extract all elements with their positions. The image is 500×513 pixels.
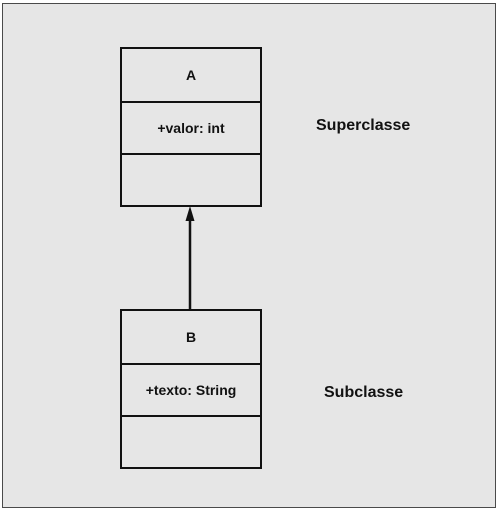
superclass-label: Superclasse — [316, 117, 411, 134]
class-a-name: A — [185, 67, 197, 83]
class-b-name: B — [185, 329, 197, 345]
class-a-box[interactable]: A +valor: int — [120, 47, 262, 207]
class-a-attributes: +valor: int — [122, 101, 260, 153]
class-b-box[interactable]: B +texto: String — [120, 309, 262, 469]
class-b-attributes: +texto: String — [122, 363, 260, 415]
inheritance-arrow-head — [185, 206, 195, 221]
class-b-methods — [122, 415, 260, 467]
diagram-canvas: A +valor: int B +texto: String Superclas… — [2, 3, 496, 508]
subclass-label: Subclasse — [324, 384, 404, 401]
class-a-methods — [122, 153, 260, 205]
